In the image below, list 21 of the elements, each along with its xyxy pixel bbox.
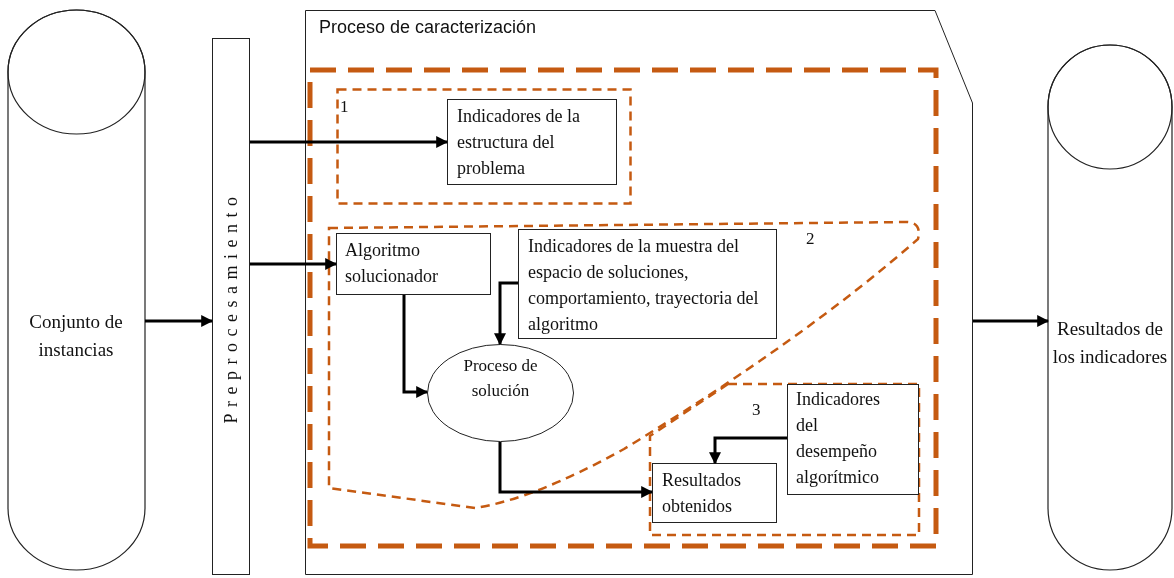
process-box: Resultados obtenidos — [652, 463, 777, 523]
arrow — [709, 436, 787, 465]
arrow — [498, 442, 654, 498]
arrow — [973, 315, 1050, 327]
process-box: Algoritmo solucionador — [336, 233, 491, 295]
panel-title: Proceso de caracterización — [319, 16, 538, 39]
process-box: Indicadores de la muestra del espacio de soluciones, comportamiento, trayectoria del algoritmo — [518, 229, 777, 339]
region-number: 1 — [340, 96, 350, 118]
arrow — [250, 136, 449, 148]
arrow — [250, 258, 338, 270]
arrow — [494, 281, 518, 346]
vertical-label: Preprocesamiento — [220, 190, 242, 423]
process-box: Indicadores del desempeño algorítmico — [787, 384, 919, 495]
arrow — [402, 295, 429, 398]
node-label: Proceso de solución — [462, 355, 539, 402]
region-number: 2 — [806, 228, 816, 250]
node-label: Resultados de los indicadores — [1052, 317, 1168, 369]
node-label: Conjunto de instancias — [28, 310, 124, 362]
region-number: 3 — [752, 399, 762, 421]
process-box: Indicadores de la estructura del problema — [447, 99, 617, 185]
arrow — [145, 315, 214, 327]
